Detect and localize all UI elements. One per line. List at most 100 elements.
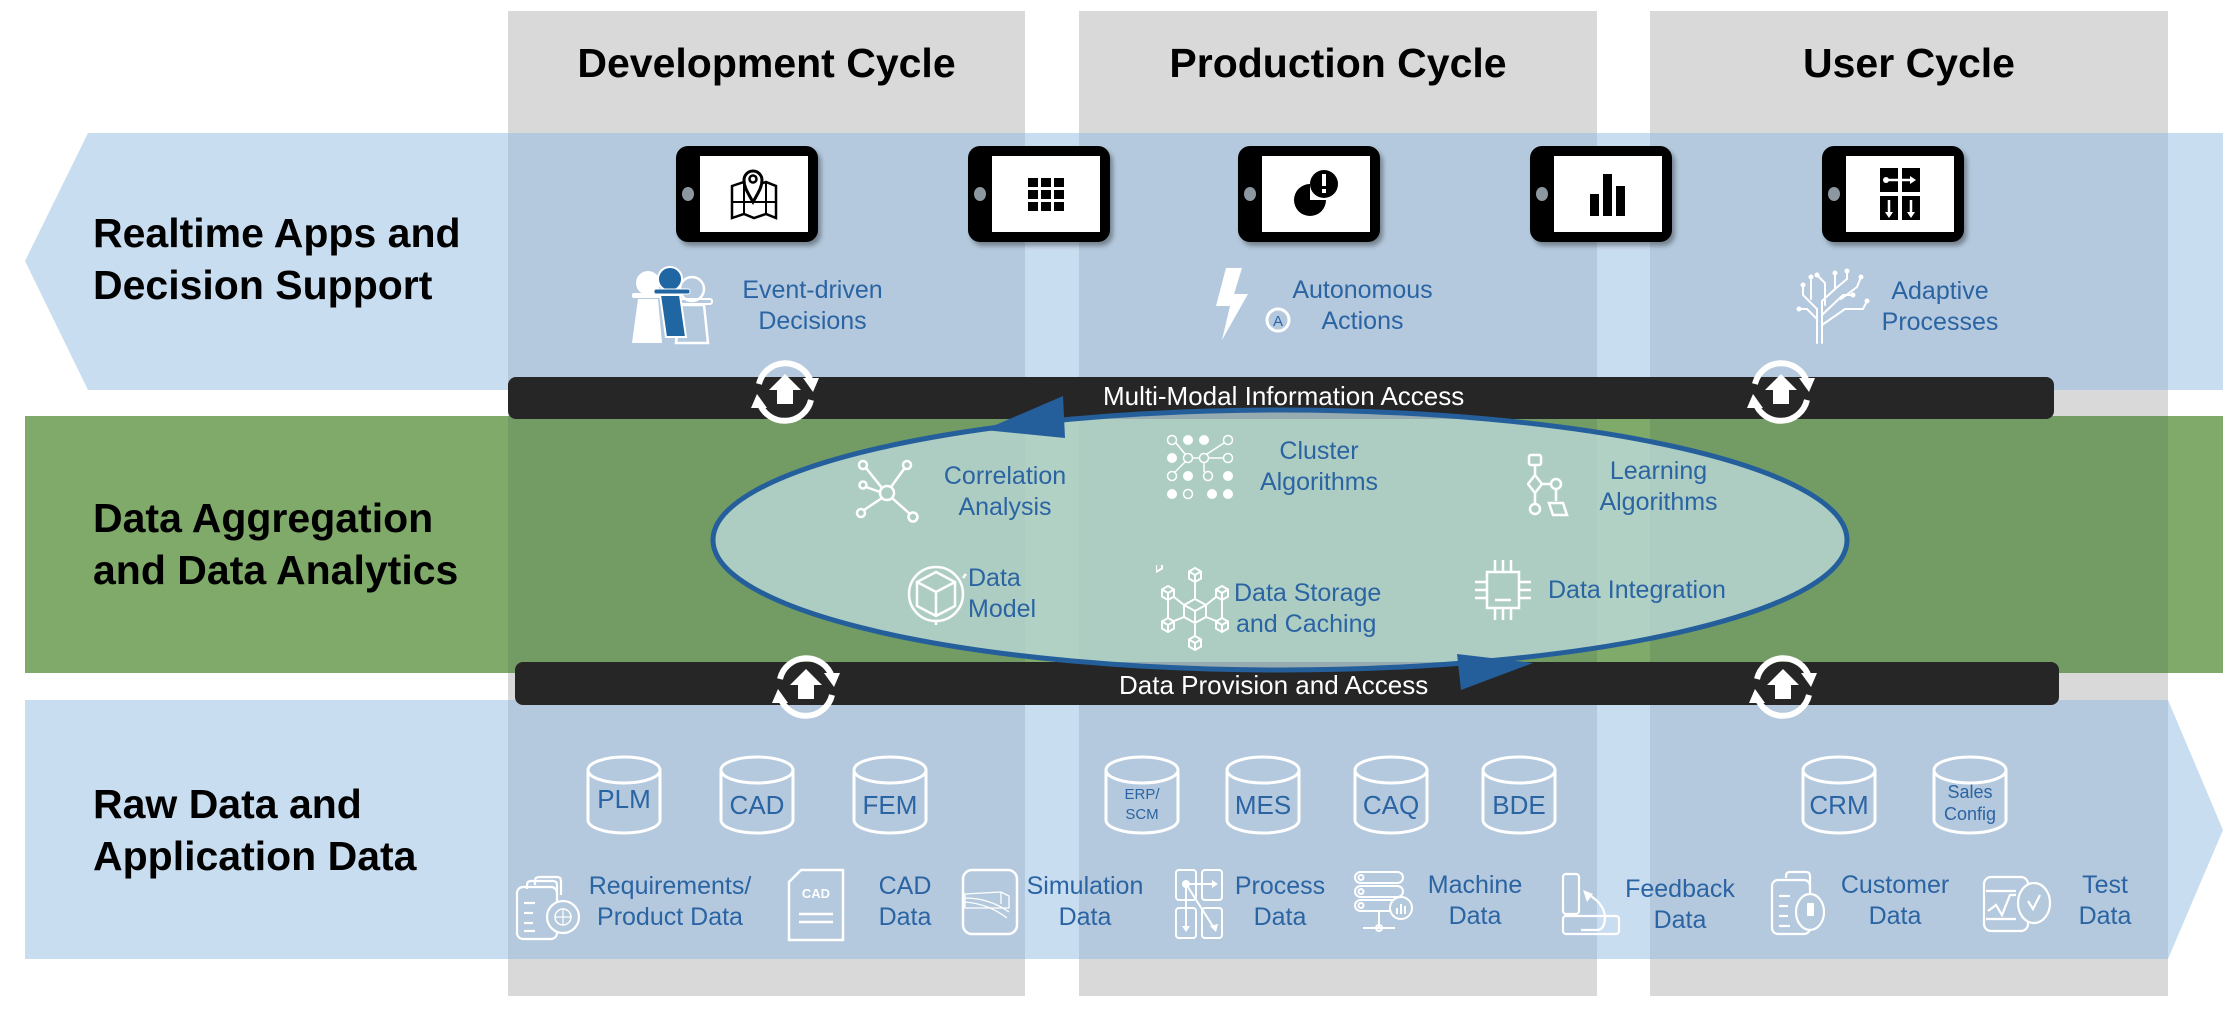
layer-label-line: Raw Data and bbox=[93, 781, 362, 827]
database-cylinder: FEM bbox=[851, 754, 929, 836]
data-item-label: Machine bbox=[1427, 871, 1523, 899]
arrowhead-bottom bbox=[1457, 654, 1533, 690]
analytics-label: Analysis bbox=[958, 493, 1052, 521]
database-icon bbox=[719, 755, 795, 835]
analytics-label: Algorithms bbox=[1599, 488, 1718, 516]
analytics-label: Data Storage bbox=[1234, 579, 1382, 607]
database-label: SCM bbox=[1125, 806, 1159, 823]
process-arrows-icon bbox=[1175, 869, 1223, 939]
analytics-label: Learning bbox=[1609, 457, 1708, 485]
tablet-app-grid[interactable] bbox=[968, 146, 1110, 242]
band-apps bbox=[25, 133, 2223, 390]
database-icon bbox=[1481, 755, 1557, 835]
data-item-label: Customer bbox=[1840, 871, 1950, 899]
data-item-label: Process bbox=[1234, 872, 1326, 900]
database-cylinder: ERP/SCM bbox=[1103, 754, 1181, 836]
data-item-label: Data bbox=[1058, 903, 1112, 931]
refresh-upload-icon[interactable] bbox=[745, 352, 825, 432]
band-raw-data bbox=[25, 700, 2223, 959]
pawns-icon bbox=[632, 266, 713, 345]
analytics-label: Cluster bbox=[1279, 437, 1359, 465]
data-item-label: Data bbox=[1868, 902, 1922, 930]
svg-text:CAD: CAD bbox=[802, 886, 830, 901]
database-label: CAQ bbox=[1362, 790, 1420, 820]
tablet-app-alert[interactable] bbox=[1238, 146, 1380, 242]
database-cylinder: CAD bbox=[718, 754, 796, 836]
database-cylinder: BDE bbox=[1480, 754, 1558, 836]
capability-label: Actions bbox=[1321, 307, 1404, 335]
capability-label: Decisions bbox=[758, 307, 867, 335]
database-cylinder: MES bbox=[1224, 754, 1302, 836]
refresh-upload-icon[interactable] bbox=[1743, 647, 1823, 727]
database-icon bbox=[1104, 755, 1180, 835]
database-cylinder: CAQ bbox=[1352, 754, 1430, 836]
layer-label-analytics: Data Aggregation and Data Analytics bbox=[93, 492, 458, 596]
tablet-app-chart[interactable] bbox=[1530, 146, 1672, 242]
database-icon bbox=[1353, 755, 1429, 835]
pie-alert-icon bbox=[1294, 170, 1338, 216]
data-item-label: Data bbox=[1653, 906, 1707, 934]
bar-label: Multi-Modal Information Access bbox=[1103, 381, 1465, 411]
data-item-label: Data bbox=[1253, 903, 1307, 931]
test-check-icon bbox=[1982, 875, 2052, 933]
lightning-auto-icon: A bbox=[1216, 268, 1291, 340]
database-icon bbox=[852, 755, 928, 835]
database-label: ERP/ bbox=[1124, 786, 1160, 803]
database-label: Config bbox=[1943, 804, 1997, 824]
database-label: Sales bbox=[1947, 782, 1993, 802]
data-item-label: Product Data bbox=[597, 903, 743, 931]
document-phone-icon bbox=[1770, 870, 1826, 936]
database-icon bbox=[1932, 755, 2008, 835]
analytics-label: Model bbox=[968, 595, 1037, 623]
data-item-label: CAD bbox=[878, 872, 932, 900]
app-grid-icon bbox=[1028, 178, 1064, 211]
data-item-label: Requirements/ bbox=[588, 872, 752, 900]
database-label: MES bbox=[1234, 790, 1292, 820]
column-title-development: Development Cycle bbox=[577, 39, 956, 86]
tablet-app-flow[interactable] bbox=[1822, 146, 1964, 242]
data-item-label: Data bbox=[1448, 902, 1502, 930]
analytics-label: Data Integration bbox=[1548, 576, 1726, 604]
database-cylinder: PLM bbox=[585, 754, 663, 836]
circuit-tree-icon bbox=[1796, 268, 1870, 344]
database-icon bbox=[1225, 755, 1301, 835]
tablet-home-button bbox=[1244, 187, 1256, 201]
tablet-app-map[interactable] bbox=[676, 146, 818, 242]
data-item-label: Data bbox=[2078, 902, 2132, 930]
bar-label: Data Provision and Access bbox=[1119, 670, 1429, 700]
analytics-label: and Caching bbox=[1236, 610, 1377, 638]
layer-label-line: Realtime Apps and bbox=[93, 210, 461, 256]
server-stack-icon bbox=[1354, 871, 1413, 932]
column-title-production: Production Cycle bbox=[1169, 39, 1507, 86]
database-cylinder: CRM bbox=[1800, 754, 1878, 836]
map-pin-icon bbox=[730, 169, 778, 220]
refresh-upload-icon[interactable] bbox=[766, 647, 846, 727]
capability-label: Adaptive bbox=[1891, 277, 1989, 305]
data-item-label: Feedback bbox=[1625, 875, 1735, 903]
capability-label: Processes bbox=[1881, 308, 1999, 336]
database-icon bbox=[1801, 755, 1877, 835]
column-title-user: User Cycle bbox=[1803, 39, 2015, 86]
flowchart-icon bbox=[1527, 453, 1569, 517]
cad-file-icon: CAD bbox=[787, 868, 845, 942]
layer-label-apps: Realtime Apps and Decision Support bbox=[93, 207, 461, 311]
cube-network-icon bbox=[1156, 565, 1229, 651]
tablet-home-button bbox=[1536, 187, 1548, 201]
database-label: FEM bbox=[862, 790, 918, 820]
layer-label-line: Data Aggregation bbox=[93, 495, 434, 541]
analytics-label: Data bbox=[968, 564, 1021, 592]
simulation-beam-icon bbox=[961, 868, 1019, 936]
correlation-network-icon bbox=[855, 459, 919, 523]
data-item-label: Simulation bbox=[1026, 872, 1144, 900]
bar-chart-icon bbox=[1590, 174, 1625, 216]
chip-icon bbox=[1475, 560, 1531, 620]
layer-label-line: and Data Analytics bbox=[93, 547, 459, 593]
analytics-label: Correlation bbox=[943, 462, 1067, 490]
refresh-upload-icon[interactable] bbox=[1741, 352, 1821, 432]
data-item-label: Data bbox=[878, 903, 932, 931]
svg-text:A: A bbox=[1273, 313, 1283, 330]
database-icon bbox=[586, 755, 662, 835]
cluster-dots-icon bbox=[1166, 434, 1234, 500]
database-label: CAD bbox=[729, 790, 785, 820]
